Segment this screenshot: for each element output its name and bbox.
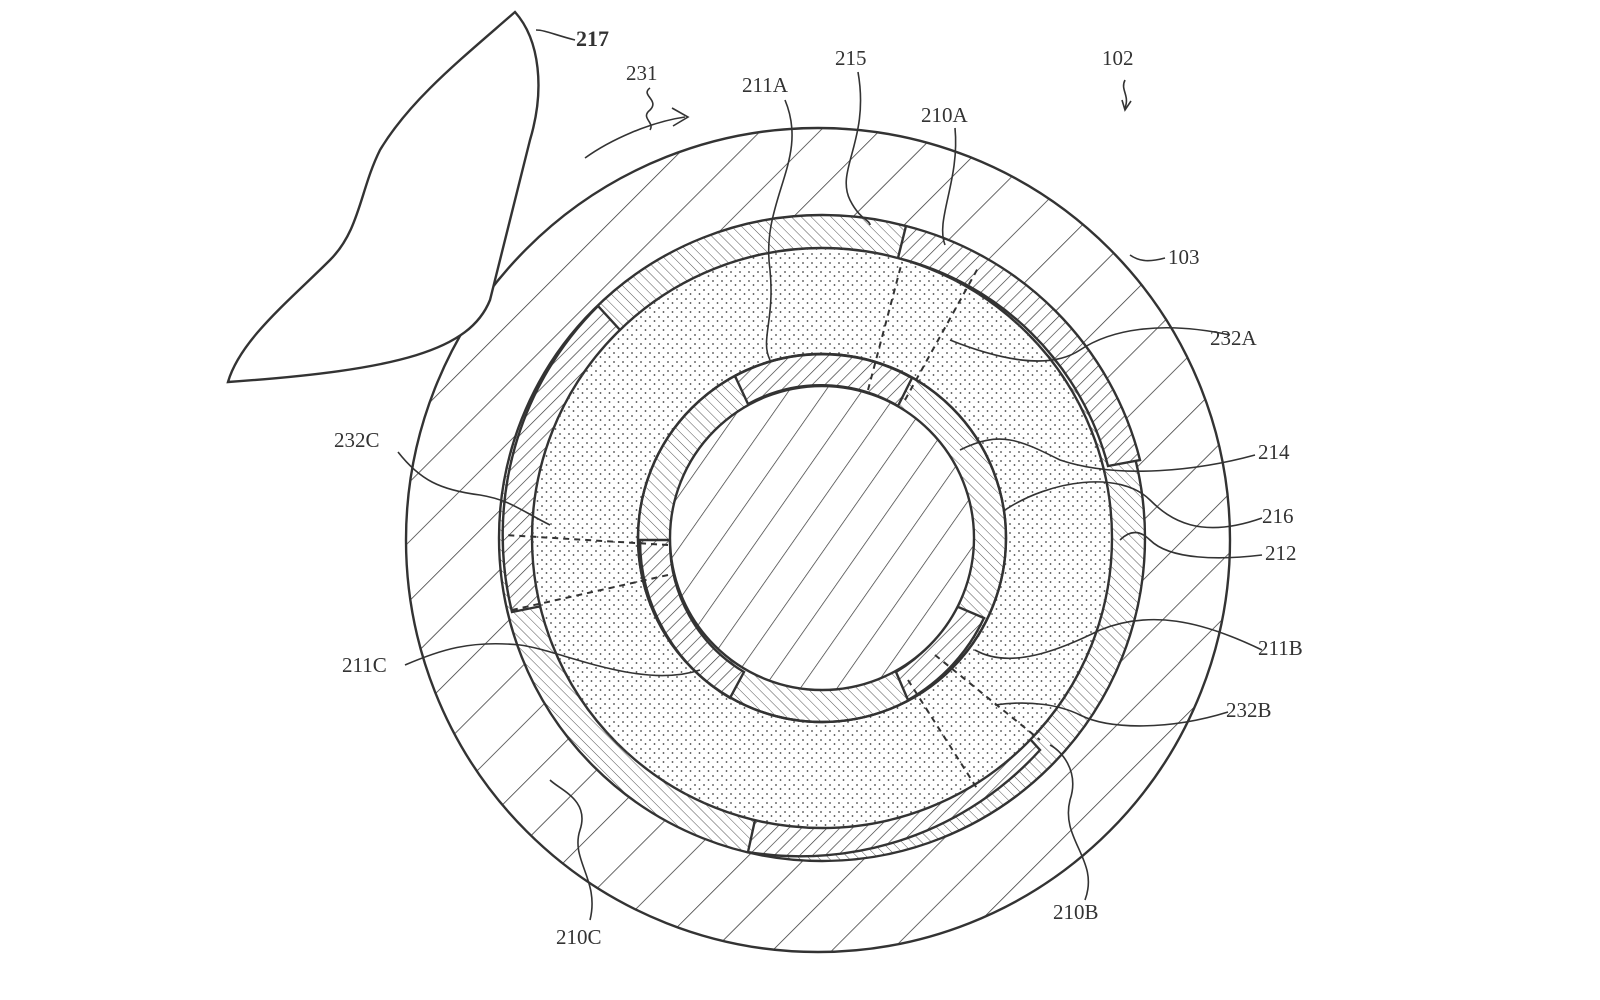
reference-labels: 217 231 211A 215 210A 102 103 232A 214 2… <box>334 26 1303 949</box>
label-232B: 232B <box>1226 698 1272 722</box>
core <box>668 384 976 692</box>
leader-lines <box>397 29 1263 921</box>
label-212: 212 <box>1265 541 1297 565</box>
label-217: 217 <box>576 26 609 51</box>
label-211C: 211C <box>342 653 387 677</box>
label-210A: 210A <box>921 103 969 127</box>
rotation-arrow-231 <box>584 107 690 159</box>
dashed-paths <box>504 261 1041 791</box>
label-231: 231 <box>626 61 658 85</box>
label-232A: 232A <box>1210 326 1258 350</box>
leaf-object-217 <box>226 10 540 384</box>
label-211B: 211B <box>1258 636 1303 660</box>
label-215: 215 <box>835 46 867 70</box>
label-102: 102 <box>1102 46 1134 70</box>
label-216: 216 <box>1262 504 1294 528</box>
label-232C: 232C <box>334 428 380 452</box>
label-210B: 210B <box>1053 900 1099 924</box>
label-211A: 211A <box>742 73 789 97</box>
label-214: 214 <box>1258 440 1290 464</box>
label-210C: 210C <box>556 925 602 949</box>
label-103: 103 <box>1168 245 1200 269</box>
